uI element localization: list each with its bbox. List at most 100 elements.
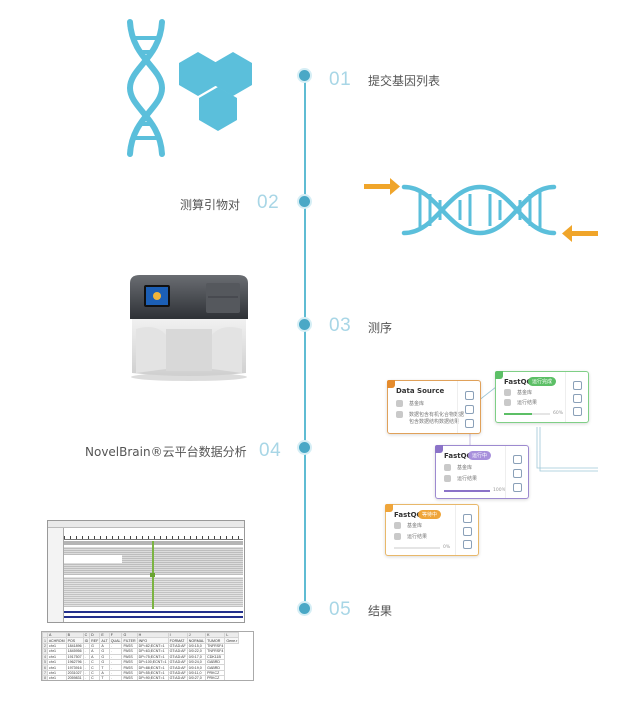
edit-icon[interactable]: [573, 394, 582, 403]
gb-left-panel: [48, 528, 64, 622]
table-cell: TNFRSF4: [205, 648, 226, 655]
card-fastqc-bot[interactable]: FastQC 等待中 基金库 运行结果 0%: [385, 504, 479, 556]
card-fastqc-top-actions: [565, 372, 588, 422]
link-icon[interactable]: [573, 381, 582, 390]
table-cell: REF: [89, 637, 101, 644]
table-cell: DP=63;ECNT=1: [136, 648, 169, 655]
card-fastqc-bot-row2: 运行结果: [394, 533, 427, 540]
table-cell: TNFRSF4: [205, 642, 226, 650]
table-cell: DP=100;ECNT=1: [136, 658, 169, 666]
card-fastqc-bot-actions: [455, 505, 478, 555]
db-icon: [444, 464, 451, 471]
card-data-source-actions: [457, 381, 480, 433]
table-cell: 0/0:27,0: [186, 675, 207, 680]
link-icon[interactable]: [513, 455, 522, 464]
timeline-dot-05: [299, 603, 310, 614]
step-number-01: 01: [329, 69, 352, 90]
table-cell: GT:AD:AF: [167, 669, 188, 677]
card-fastqc-mid-row1: 基金库: [444, 464, 472, 471]
table-cell: ALT: [99, 637, 110, 644]
edit-icon[interactable]: [463, 527, 472, 536]
table-cell: FILTER: [121, 637, 138, 644]
table-cell: PASS: [121, 675, 138, 680]
card-fastqc-mid-actions: [505, 446, 528, 498]
step-number-03: 03: [329, 315, 352, 336]
table-cell: QUAL: [108, 637, 123, 644]
card-fastqc-top-row1: 基金库: [504, 389, 532, 396]
db-icon: [394, 522, 401, 529]
card-fastqc-mid-tag: 运行中: [468, 451, 492, 460]
step-label-04: NovelBrain®云平台数据分析: [85, 445, 247, 459]
trash-icon[interactable]: [463, 540, 472, 549]
gb-gap-1: [64, 555, 122, 563]
table-cell: 1917507: [65, 653, 84, 660]
card-fastqc-top-title: FastQC: [504, 378, 532, 386]
trash-icon[interactable]: [573, 407, 582, 416]
trash-icon[interactable]: [465, 419, 474, 428]
card-fastqc-top-pct: 60%: [553, 411, 564, 416]
card-data-source-row2a: 数据包含有机化合物数据: [409, 412, 465, 418]
gb-ruler: [64, 529, 243, 540]
card-data-source[interactable]: Data Source 基金库 数据包含有机化合物数据 包含数据结构数据结果: [387, 380, 481, 434]
step-number-04: 04: [259, 440, 282, 461]
timeline-line: [304, 74, 306, 608]
edit-icon[interactable]: [465, 405, 474, 414]
timeline-dot-02: [299, 196, 310, 207]
card-data-source-row2: 数据包含有机化合物数据: [396, 411, 464, 418]
table-cell: GT:AD:AF: [167, 642, 188, 650]
card-fastqc-bot-tag: 等待中: [418, 510, 442, 519]
file-icon: [504, 399, 511, 406]
card-fastqc-mid[interactable]: FastQC 运行中 基金库 运行结果 100%: [435, 445, 529, 499]
table-cell: GT:AD:AF: [167, 664, 188, 671]
sequencer-machine: [130, 275, 248, 381]
table-cell: 1962796: [65, 658, 84, 666]
db-icon: [396, 400, 403, 407]
link-icon[interactable]: [463, 514, 472, 523]
card-data-source-row1-text: 基金库: [409, 401, 425, 407]
table-cell: NORMAL: [186, 637, 207, 644]
card-fastqc-mid-progress: [444, 490, 490, 492]
table-cell: T: [99, 675, 110, 680]
card-fastqc-top-row1-text: 基金库: [517, 390, 533, 396]
card-fastqc-mid-row2-text: 运行结果: [457, 476, 478, 482]
card-fastqc-mid-badge: [435, 445, 443, 453]
table-cell: DP=82;ECNT=1: [136, 642, 169, 650]
step-number-02: 02: [257, 192, 280, 213]
table-cell: 1841896: [65, 642, 84, 650]
timeline-dot-04: [299, 442, 310, 453]
table-cell: GT:AD:AF: [167, 653, 188, 660]
table-cell: GT:AD:AF: [167, 658, 188, 666]
db-icon: [504, 389, 511, 396]
primer-dna-icon: [364, 178, 598, 242]
genome-browser: [47, 520, 245, 623]
table-cell: 8: [42, 675, 48, 681]
gb-toolbar: [48, 521, 244, 528]
card-fastqc-mid-row2: 运行结果: [444, 475, 477, 482]
step-label-01: 提交基因列表: [368, 74, 441, 88]
workflow-graph: Data Source 基金库 数据包含有机化合物数据 包含数据结构数据结果 F…: [380, 365, 598, 556]
card-fastqc-top-row2: 运行结果: [504, 399, 537, 406]
card-data-source-row2b: 包含数据结构数据结果: [409, 419, 460, 425]
card-fastqc-mid-title: FastQC: [444, 452, 472, 460]
card-fastqc-bot-badge: [385, 504, 393, 512]
link-icon[interactable]: [465, 391, 474, 400]
table-cell: 1845956: [65, 648, 84, 655]
table-cell: Gene.r: [224, 637, 240, 644]
gb-variant-marker: [150, 573, 155, 577]
trash-icon[interactable]: [513, 483, 522, 492]
card-fastqc-top-progress: [504, 413, 550, 415]
file-icon: [396, 411, 403, 418]
step-label-03: 测序: [368, 321, 393, 335]
table-cell: 2059831: [65, 675, 84, 681]
card-fastqc-top[interactable]: FastQC 运行完成 基金库 运行结果 60%: [495, 371, 589, 423]
edit-icon[interactable]: [513, 469, 522, 478]
card-fastqc-bot-row1-text: 基金库: [407, 523, 423, 529]
card-fastqc-bot-title: FastQC: [394, 511, 422, 519]
table-cell: 2031027: [65, 669, 84, 677]
